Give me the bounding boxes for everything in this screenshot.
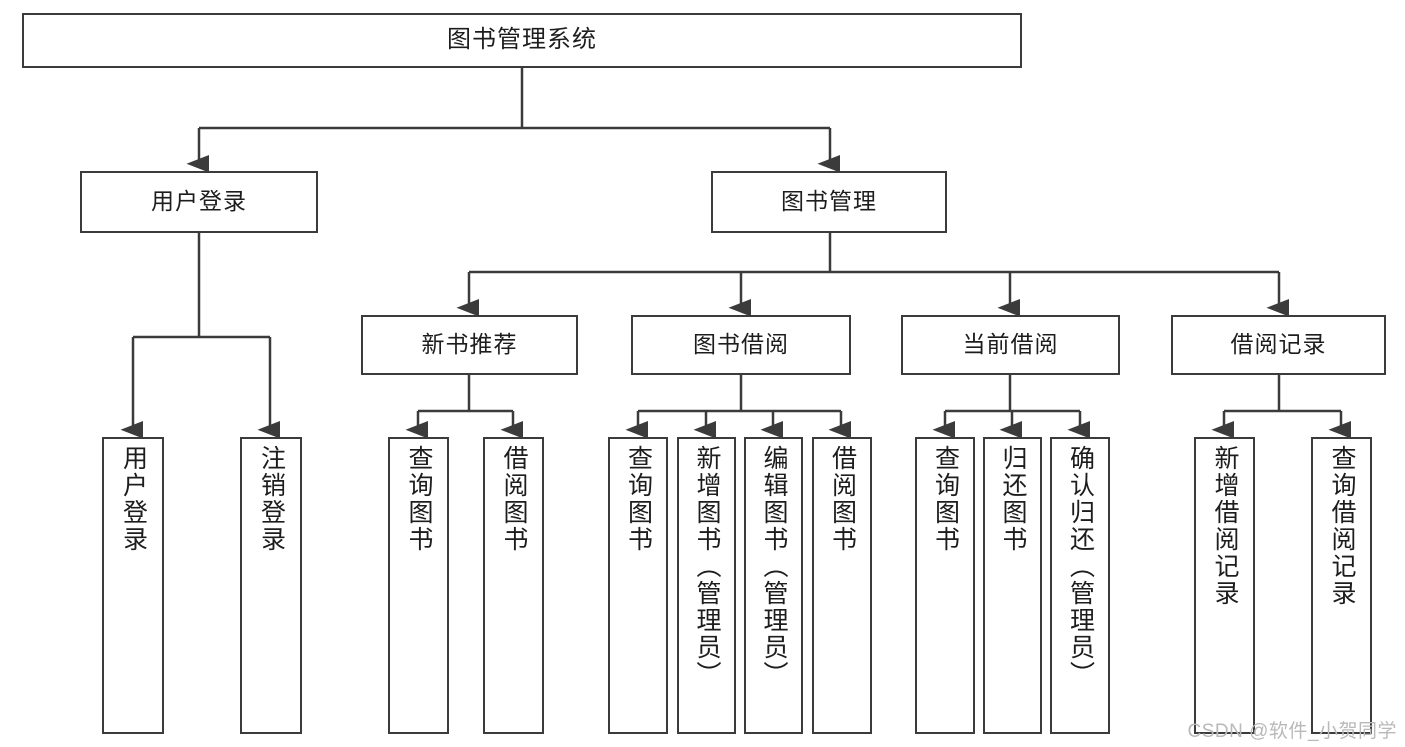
leaf-return-book[interactable]: 归还图书 [983,437,1042,734]
leaf-edit-book[interactable]: 编辑图书（管理员） [744,437,803,734]
leaf-query-borrow-record[interactable]: 查询借阅记录 [1311,437,1372,734]
leaf-add-borrow-record[interactable]: 新增借阅记录 [1194,437,1255,734]
node-label: 借阅记录 [1230,331,1327,358]
node-label: 新书推荐 [421,331,518,358]
leaf-borrow-book[interactable]: 借阅图书 [812,437,872,734]
node-label: 图书借阅 [693,331,789,358]
leaf-query-book-borrow[interactable]: 查询图书 [608,437,668,734]
node-label: 注销登录 [257,445,286,553]
node-label: 借阅图书 [828,445,857,553]
leaf-borrow-book-recommend[interactable]: 借阅图书 [483,437,544,734]
node-label: 归还图书 [999,445,1027,553]
node-label: 借阅图书 [500,445,528,553]
node-new-book-recommend[interactable]: 新书推荐 [361,315,578,375]
node-label: 查询借阅记录 [1328,445,1356,607]
leaf-logout[interactable]: 注销登录 [240,437,302,734]
leaf-query-book-recommend[interactable]: 查询图书 [388,437,449,734]
leaf-add-book[interactable]: 新增图书（管理员） [677,437,736,734]
node-label: 图书管理 [781,188,877,215]
node-root-system[interactable]: 图书管理系统 [22,13,1022,68]
node-label: 新增图书（管理员） [693,445,721,688]
node-borrow-record[interactable]: 借阅记录 [1171,315,1386,375]
node-label: 当前借阅 [962,331,1059,358]
leaf-user-login[interactable]: 用户登录 [102,437,164,734]
node-book-borrow[interactable]: 图书借阅 [631,315,851,375]
node-book-management[interactable]: 图书管理 [711,171,947,233]
node-user-login[interactable]: 用户登录 [80,171,318,233]
node-label: 用户登录 [151,188,247,215]
node-current-borrow[interactable]: 当前借阅 [901,315,1120,375]
node-label: 编辑图书（管理员） [760,445,788,688]
leaf-confirm-return[interactable]: 确认归还（管理员） [1050,437,1110,734]
csdn-watermark: CSDN @软件_小贺同学 [1187,721,1397,742]
node-label: 图书管理系统 [447,26,597,54]
node-label: 查询图书 [405,445,433,553]
node-label: 查询图书 [624,445,653,553]
node-label: 查询图书 [931,445,960,553]
node-label: 新增借阅记录 [1211,445,1239,607]
node-label: 确认归还（管理员） [1066,445,1095,688]
node-label: 用户登录 [119,445,148,553]
leaf-query-book-current[interactable]: 查询图书 [915,437,975,734]
